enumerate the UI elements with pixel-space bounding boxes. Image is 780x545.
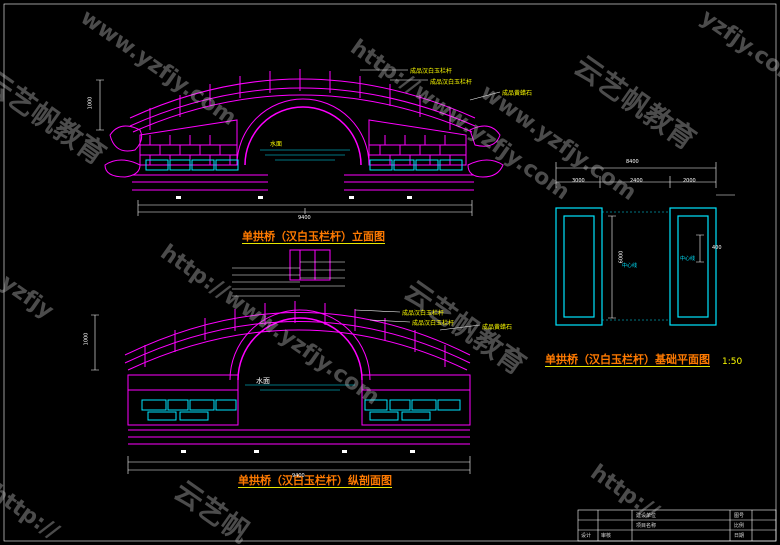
height-dimension: 1000 [83,332,90,346]
stone-label: 成品黄蜡石 [482,324,513,331]
height-dimension: 1000 [87,96,94,110]
plan-dimension: 6000 [618,250,625,264]
title-block-cell: 审核 [601,533,612,539]
title-block-cell: 日期 [734,533,745,539]
plan-dimension: 3000 [572,178,585,184]
title-block-cell: 建设单位 [636,513,657,519]
section-title: 单拱桥（汉白玉栏杆）纵剖面图 [238,474,392,488]
plan-outline [555,207,717,326]
section-bridge [124,249,471,445]
title-block-cell: 比例 [734,523,745,529]
plan-scale: 1:50 [722,357,743,367]
plan-dimension [555,162,735,319]
centerline-note: 中心线 [680,256,696,262]
rail-label: 成品汉白玉栏杆 [430,79,473,86]
span-dimension: 9400 [298,215,311,221]
rail-label: 成品汉白玉栏杆 [402,310,445,317]
centerline-note: 中心线 [622,263,638,269]
title-block-cell: 设计 [581,533,592,539]
rail-label: 成品汉白玉栏杆 [412,320,455,327]
section-stones [141,399,461,421]
section-dimension [91,261,481,474]
elevation-stones [145,159,463,171]
elevation-title: 单拱桥（汉白玉栏杆）立面图 [242,230,385,244]
water-label: 水面 [270,141,283,148]
plan-dimension: 400 [712,245,722,251]
title-block-cell: 图号 [734,513,745,519]
plan-dimension: 2400 [630,178,643,184]
span-dimension: 9400 [292,473,305,479]
title-block [577,509,777,542]
water-label: 水面 [256,377,270,385]
plan-title: 单拱桥（汉白玉栏杆）基础平面图 [545,353,710,367]
elevation-dimension [96,79,473,216]
rail-label: 成品汉白玉栏杆 [410,68,453,75]
title-block-cell: 项目名称 [636,523,657,529]
plan-dimension: 8400 [626,159,639,165]
stone-label: 成品黄蜡石 [502,90,533,97]
plan-dimension: 2000 [683,178,696,184]
